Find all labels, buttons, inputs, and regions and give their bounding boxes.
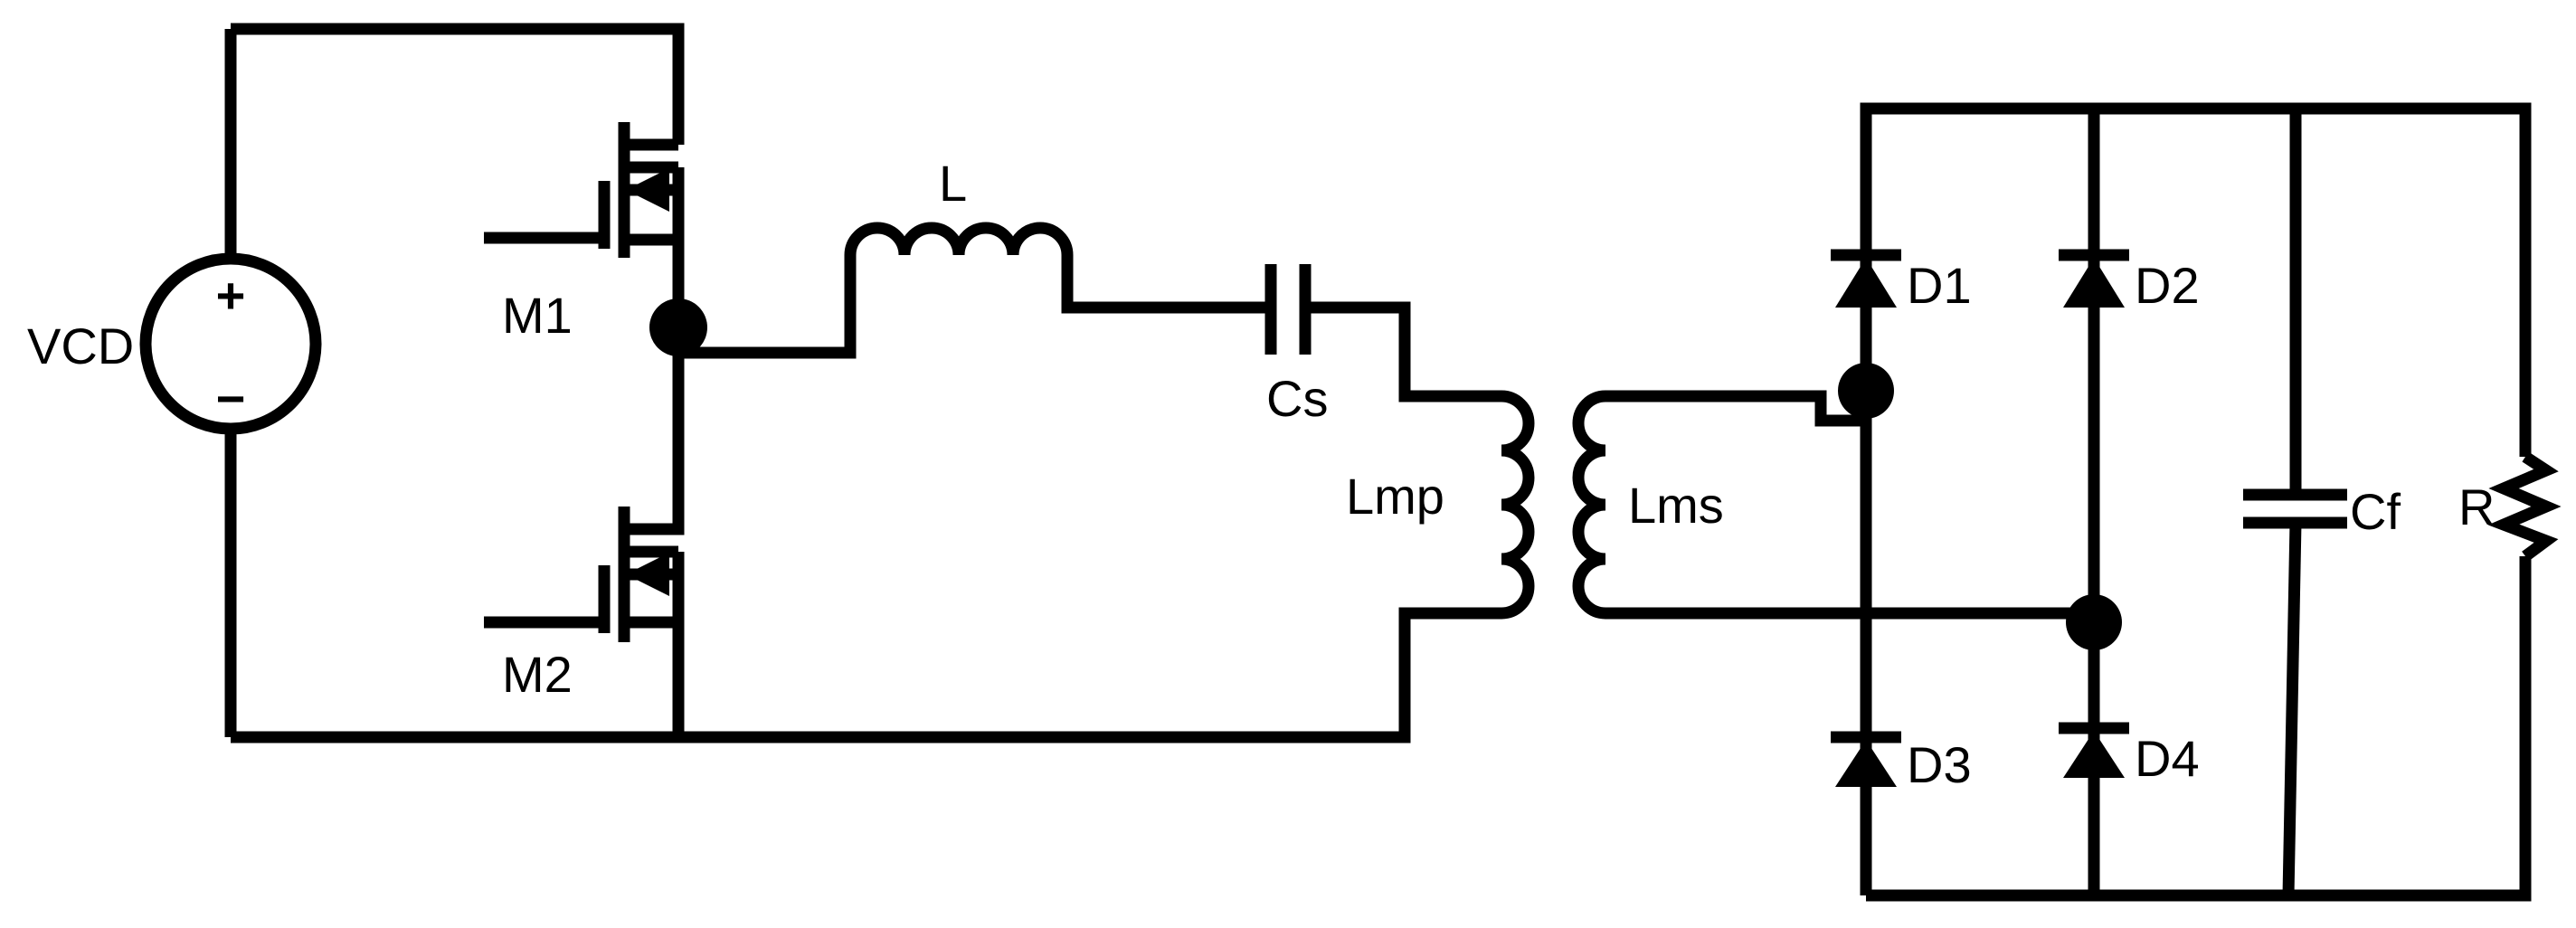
- diode-d3: D3: [1831, 731, 1972, 793]
- secondary-label: Lms: [1628, 477, 1724, 534]
- capacitor-cf: Cf: [2243, 109, 2401, 896]
- transformer-secondary: Lms: [1572, 390, 2094, 620]
- primary-label: Lmp: [1346, 468, 1444, 525]
- inductor-l: L: [678, 155, 1271, 359]
- mosfet-m2-label: M2: [502, 646, 573, 703]
- mosfet-m1: M1: [484, 122, 685, 344]
- source-label: VCD: [27, 317, 134, 374]
- source-plus-sign: +: [216, 267, 246, 324]
- mosfet-m1-label: M1: [502, 287, 573, 344]
- resistor-r: R: [2458, 451, 2562, 562]
- diode-d1-label: D1: [1907, 257, 1972, 314]
- diode-d1: D1: [1831, 249, 1972, 314]
- bridge-midpoint: [649, 298, 707, 507]
- source-minus-sign: −: [216, 370, 246, 427]
- capacitor-cs-label: Cs: [1266, 370, 1328, 427]
- diode-d3-label: D3: [1907, 736, 1972, 793]
- rectifier-node-right: [2066, 594, 2122, 650]
- diode-d2: D2: [2059, 249, 2200, 314]
- diode-d4: D4: [2059, 722, 2200, 787]
- diode-d4-label: D4: [2135, 730, 2200, 787]
- rectifier-node-left: [1838, 363, 1894, 419]
- capacitor-cf-label: Cf: [2350, 483, 2401, 540]
- transformer-primary: Lmp: [683, 390, 1535, 743]
- inductor-l-label: L: [939, 155, 967, 212]
- capacitor-cs: Cs: [1264, 264, 1501, 427]
- bridge-rails: [231, 23, 685, 743]
- resistor-r-label: R: [2458, 478, 2495, 535]
- rectifier-frame: [1860, 102, 2532, 902]
- diode-d2-label: D2: [2135, 257, 2200, 314]
- dc-source: + − VCD: [27, 29, 322, 737]
- mosfet-m2: M2: [484, 507, 685, 737]
